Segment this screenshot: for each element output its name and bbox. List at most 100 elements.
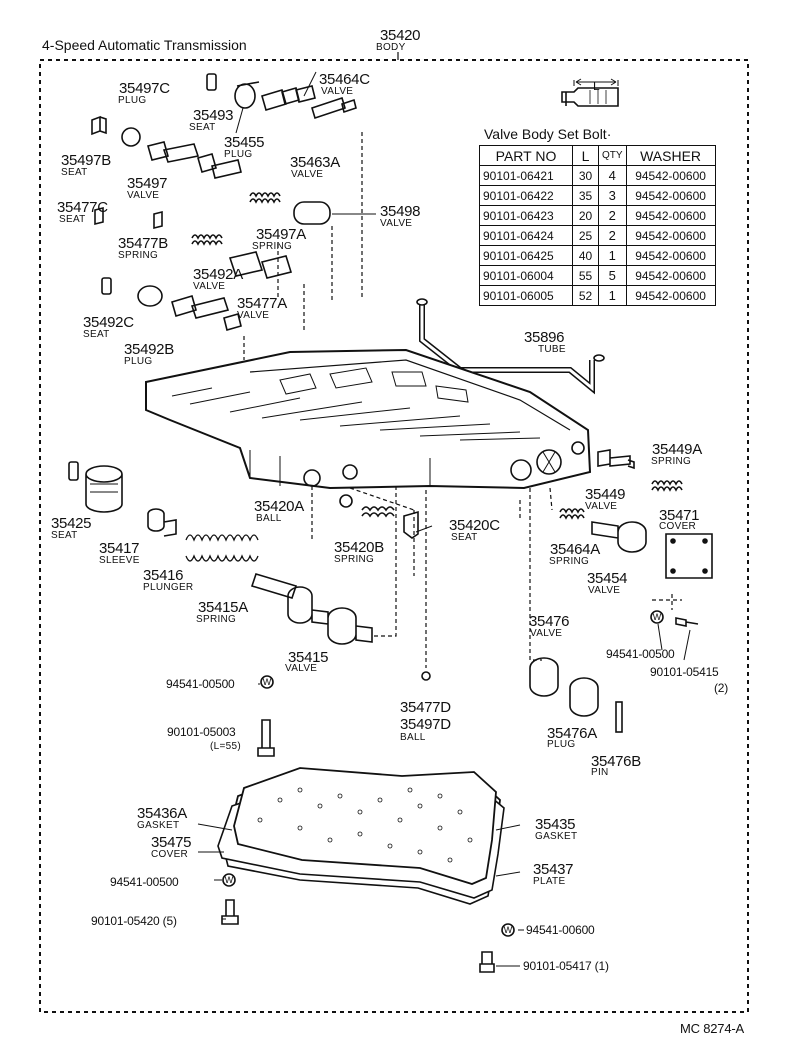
- column-header: QTY: [598, 145, 627, 166]
- column-header: WASHER: [625, 145, 716, 166]
- part-number: 35497B: [61, 152, 111, 169]
- part-number: 35415: [288, 649, 329, 666]
- assembly-frame: [39, 59, 749, 1013]
- washer-mark: W: [225, 875, 234, 885]
- part-name: SEAT: [451, 532, 478, 543]
- washer-part-number: 94541-00500: [606, 647, 675, 661]
- bolt-part-number: 90101-05003: [167, 725, 236, 739]
- part-number: 35455: [224, 134, 265, 151]
- part-number: 35417: [99, 540, 140, 557]
- part-name: COVER: [659, 521, 697, 532]
- part-number: 35416: [143, 567, 184, 584]
- part-number: 35464C: [319, 71, 370, 88]
- dimension-label: L: [593, 79, 600, 93]
- part-number: 35497C: [119, 80, 170, 97]
- leader-lines: [197, 71, 691, 967]
- part-name: SEAT: [59, 214, 86, 225]
- part-number: 35497A: [256, 226, 306, 243]
- table-cell: 94542-00600: [625, 245, 716, 266]
- part-number: 35476: [529, 613, 570, 630]
- part-number: 35436A: [137, 805, 187, 822]
- plates-stack: [217, 767, 505, 905]
- table-cell: 94542-00600: [625, 285, 716, 306]
- part-number: 35471: [659, 507, 700, 524]
- table-cell: 40: [572, 245, 599, 266]
- part-name: VALVE: [530, 628, 563, 639]
- part-name: SEAT: [83, 329, 110, 340]
- part-number: 35497: [127, 175, 168, 192]
- part-name: PLUG: [547, 739, 576, 750]
- part-name: SLEEVE: [99, 555, 140, 566]
- tube-35896: [416, 298, 605, 395]
- valve-group-right: [519, 449, 713, 733]
- washer-mark: W: [504, 925, 513, 935]
- washer-marks: W W W W: [225, 612, 662, 935]
- part-number: 35477C: [57, 199, 108, 216]
- table-cell: 90101-06425: [479, 245, 573, 266]
- part-number: 35492A: [193, 266, 243, 283]
- table-cell: 94542-00600: [625, 265, 716, 286]
- part-name: SPRING: [196, 614, 237, 625]
- table-cell: 2: [598, 225, 627, 246]
- part-number: 35477A: [237, 295, 287, 312]
- diagram-title: 4-Speed Automatic Transmission: [42, 37, 247, 53]
- bolt-part-number: 90101-05420 (5): [91, 914, 177, 928]
- part-number: 35476B: [591, 753, 641, 770]
- part-name: VALVE: [193, 281, 226, 292]
- part-name: BALL: [256, 513, 282, 524]
- table-cell: 5: [598, 265, 627, 286]
- part-name: VALVE: [321, 86, 354, 97]
- table-cell: 90101-06421: [479, 165, 573, 186]
- part-name: VALVE: [237, 310, 270, 321]
- part-name: VALVE: [588, 585, 621, 596]
- table-cell: 94542-00600: [625, 225, 716, 246]
- table-cell: 3: [598, 185, 627, 206]
- bolt-part-number: 90101-05417 (1): [523, 959, 609, 973]
- fasteners-bottom-right: [479, 923, 515, 973]
- part-number: 35896: [524, 329, 565, 346]
- bolt-sketch-icon: [561, 78, 619, 107]
- valve-body-35420: [145, 348, 592, 490]
- part-name: SPRING: [334, 554, 375, 565]
- part-number: 35476A: [547, 725, 597, 742]
- part-number: 35420A: [254, 498, 304, 515]
- part-name: VALVE: [380, 218, 413, 229]
- column-header: PART NO: [479, 145, 573, 166]
- column-header: L: [572, 145, 599, 166]
- part-name: COVER: [151, 849, 189, 860]
- table-cell: 4: [598, 165, 627, 186]
- part-name: PLUNGER: [143, 582, 194, 593]
- part-name: VALVE: [285, 663, 318, 674]
- table-cell: 94542-00600: [625, 165, 716, 186]
- part-number: 35463A: [290, 154, 340, 171]
- part-number: 35449: [585, 486, 626, 503]
- part-name: VALVE: [585, 501, 618, 512]
- bolt-quantity: (2): [714, 681, 729, 695]
- bolt-table-heading: Valve Body Set Bolt·: [484, 126, 612, 142]
- part-name: SPRING: [549, 556, 590, 567]
- part-name: GASKET: [535, 831, 578, 842]
- part-number: 35492C: [83, 314, 134, 331]
- part-name: VALVE: [291, 169, 324, 180]
- part-name: BALL: [400, 732, 426, 743]
- table-cell: 90101-06005: [479, 285, 573, 306]
- part-name: SPRING: [118, 250, 159, 261]
- part-number: 35492B: [124, 341, 174, 358]
- part-number: 35415A: [198, 599, 248, 616]
- table-cell: 52: [572, 285, 599, 306]
- table-cell: 94542-00600: [625, 185, 716, 206]
- table-header-row: PART NO L QTY WASHER: [479, 145, 716, 166]
- part-name: PLUG: [224, 149, 253, 160]
- part-number: 35497D: [400, 716, 451, 733]
- part-number: 35420B: [334, 539, 384, 556]
- table-cell: 90101-06422: [479, 185, 573, 206]
- bolt-part-number: 90101-05415: [650, 665, 719, 679]
